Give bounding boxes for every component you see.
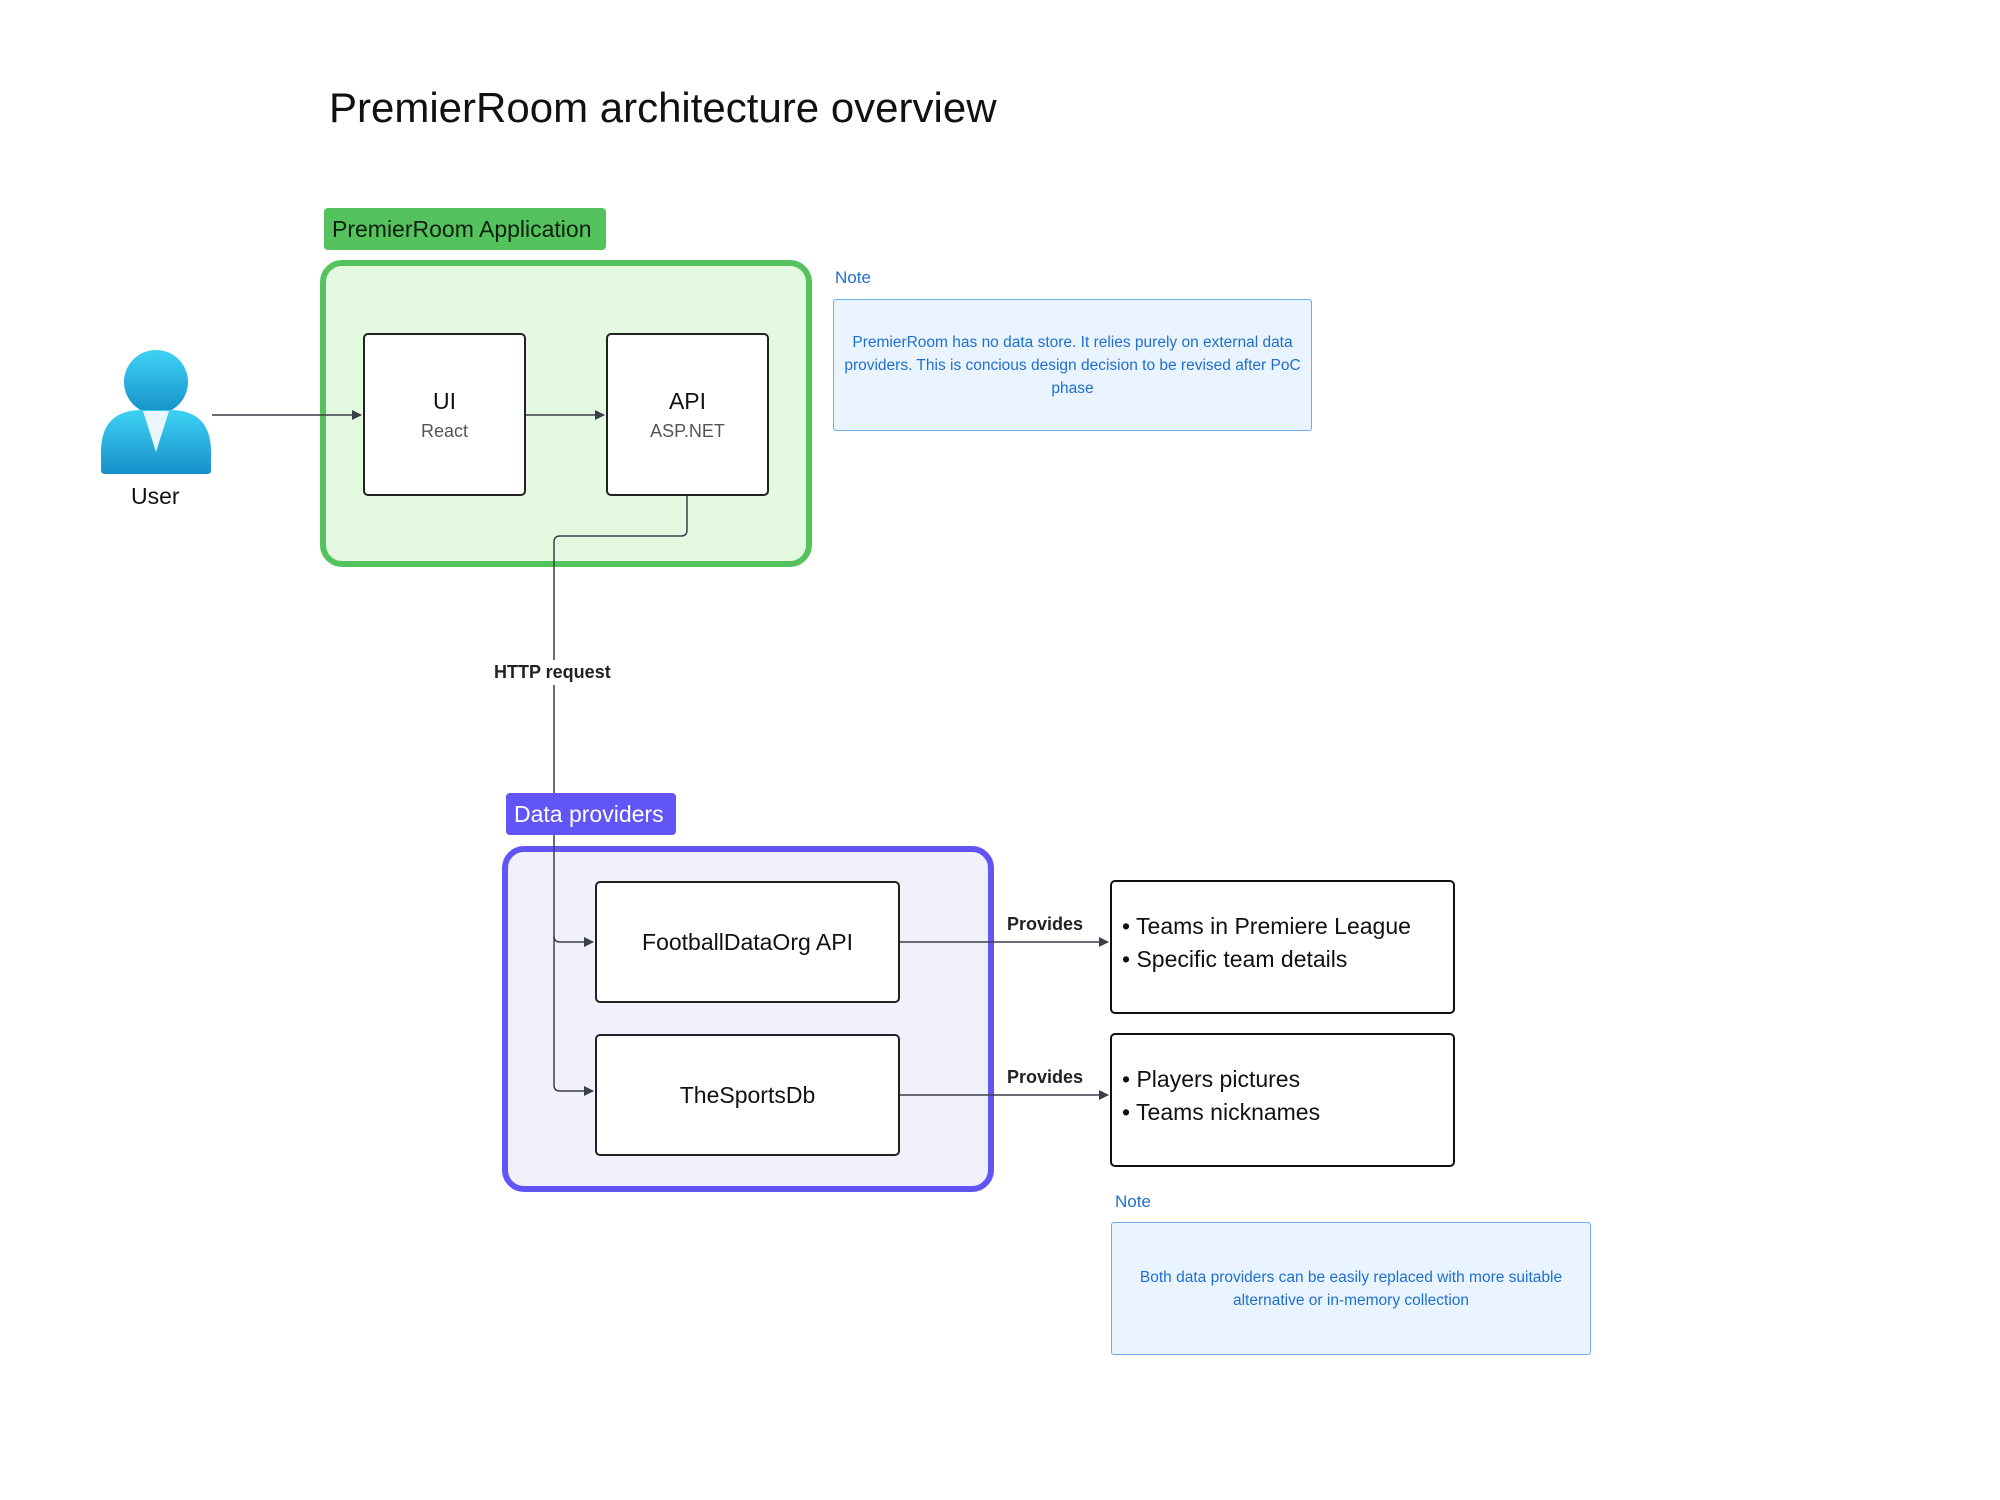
note-text: PremierRoom has no data store. It relies… bbox=[844, 333, 1301, 397]
ui-node-name: UI bbox=[433, 387, 456, 414]
note-title: Note bbox=[835, 268, 871, 287]
http-request-label: HTTP request bbox=[492, 660, 613, 685]
sports-db-node: TheSportsDb bbox=[595, 1034, 900, 1156]
list-item: • Specific team details bbox=[1122, 946, 1348, 972]
football-data-node-name: FootballDataOrg API bbox=[642, 928, 853, 955]
note-title: Note bbox=[1115, 1192, 1151, 1211]
diagram-title: PremierRoom architecture overview bbox=[329, 84, 997, 131]
api-to-sports-db-connector bbox=[553, 936, 594, 1096]
ui-node: UI React bbox=[363, 333, 526, 496]
list-item: • Teams nicknames bbox=[1122, 1099, 1321, 1125]
data-providers-group-label: Data providers bbox=[506, 793, 676, 835]
user-icon bbox=[101, 350, 211, 474]
provides-label: Provides bbox=[1007, 914, 1084, 934]
football-data-provides-list: • Teams in Premiere League • Specific te… bbox=[1110, 880, 1455, 1014]
football-data-node: FootballDataOrg API bbox=[595, 881, 900, 1003]
note-text: Both data providers can be easily replac… bbox=[1139, 1268, 1563, 1309]
list-item: • Teams in Premiere League bbox=[1122, 913, 1411, 939]
application-group-label: PremierRoom Application bbox=[324, 208, 606, 250]
sports-db-node-name: TheSportsDb bbox=[679, 1081, 816, 1108]
list-item: • Players pictures bbox=[1122, 1066, 1301, 1092]
note-box: Both data providers can be easily replac… bbox=[1111, 1222, 1591, 1355]
provides-label: Provides bbox=[1007, 1067, 1084, 1087]
api-node: API ASP.NET bbox=[606, 333, 769, 496]
api-node-tech: ASP.NET bbox=[650, 420, 725, 441]
api-node-name: API bbox=[668, 387, 707, 414]
user-label: User bbox=[131, 483, 180, 509]
api-to-football-data-connector bbox=[553, 496, 688, 947]
note-box: PremierRoom has no data store. It relies… bbox=[833, 299, 1312, 431]
ui-node-tech: React bbox=[420, 420, 469, 441]
sports-db-provides-list: • Players pictures • Teams nicknames bbox=[1110, 1033, 1455, 1167]
